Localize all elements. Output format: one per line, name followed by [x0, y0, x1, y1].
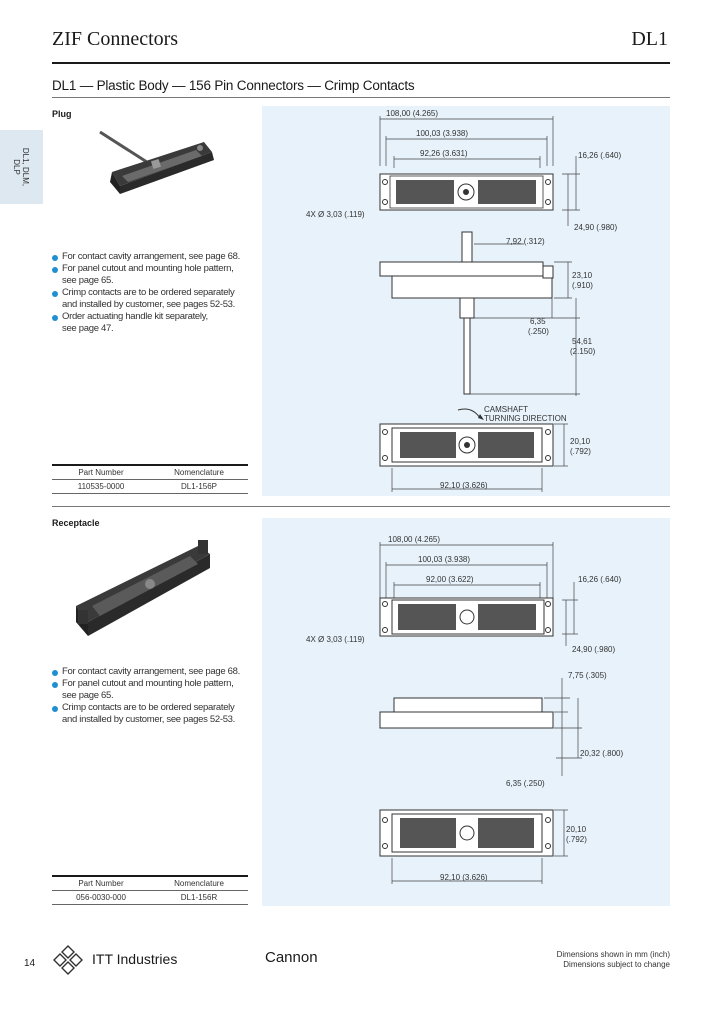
dim-height-top: 16,26 (.640) [578, 575, 621, 584]
table-cell: DL1-156P [180, 482, 218, 491]
receptacle-drawing: 108,00 (4.265) 100,03 (3.938) 92,00 (3.6… [306, 535, 623, 884]
section-subtitle: DL1 — Plastic Body — 156 Pin Connectors … [52, 78, 415, 93]
plug-photo [99, 130, 214, 194]
dim-face-h-1: 20,10 [570, 437, 591, 446]
dim-face-h-2: (.792) [566, 835, 587, 844]
dim-depth: 24,90 (.980) [574, 223, 617, 232]
dim-total-2: (2.150) [570, 347, 596, 356]
table-header: Nomenclature [174, 879, 224, 888]
list-item: see page 65. [62, 690, 114, 701]
dim-top: 7,75 (.305) [568, 671, 607, 680]
subtitle-rule [52, 97, 670, 98]
dim-height-top: 16,26 (.640) [578, 151, 621, 160]
table-row: 056-0030-000 DL1-156R [52, 891, 248, 904]
dim-overall: 108,00 (4.265) [386, 109, 438, 118]
dim-depth: 24,90 (.980) [572, 645, 615, 654]
list-item: see page 47. [62, 323, 114, 334]
header-rule [52, 62, 670, 64]
plug-handle [99, 130, 151, 166]
dim-shaft-top: 7,92 (.312) [506, 237, 545, 246]
dim-mount: 100,03 (3.938) [418, 555, 470, 564]
dim-body-h-1: 23,10 [572, 271, 593, 280]
dim-shaft-bot-2: (.250) [528, 327, 549, 336]
table-cell: 110535-0000 [77, 482, 125, 491]
dim-face-w: 92,10 (3.626) [440, 873, 488, 882]
receptacle-photo [76, 540, 210, 636]
list-item: see page 65. [62, 275, 114, 286]
list-item: Crimp contacts are to be ordered separat… [52, 702, 252, 714]
dim-bottom: 6,35 (.250) [506, 779, 545, 788]
plug-part-table: Part Number Nomenclature 110535-0000 DL1… [52, 464, 248, 494]
footer-note-line-2: Dimensions subject to change [563, 960, 670, 969]
dim-body: 92,00 (3.622) [426, 575, 474, 584]
side-tab-label: DL1, DLM, DLP [12, 147, 30, 187]
dim-face-h-2: (.792) [570, 447, 591, 456]
plug-drawing: 108,00 (4.265) 100,03 (3.938) 92,26 (3.6… [306, 109, 621, 492]
list-item: Crimp contacts are to be ordered separat… [52, 287, 252, 299]
receptacle-part-table: Part Number Nomenclature 056-0030-000 DL… [52, 875, 248, 905]
list-item: For panel cutout and mounting hole patte… [52, 678, 252, 690]
page-title: ZIF Connectors [52, 28, 179, 50]
table-header: Part Number [78, 879, 124, 888]
dim-holes: 4X Ø 3,03 (.119) [306, 210, 365, 219]
dim-face-h-1: 20,10 [566, 825, 587, 834]
dim-total: 20,32 (.800) [580, 749, 623, 758]
list-item: For contact cavity arrangement, see page… [52, 251, 252, 263]
brand-name: Cannon [265, 949, 318, 966]
list-item: For panel cutout and mounting hole patte… [52, 263, 252, 275]
table-cell: DL1-156R [180, 893, 218, 902]
dim-face-w: 92,10 (3.626) [440, 481, 488, 490]
dim-overall: 108,00 (4.265) [388, 535, 440, 544]
camshaft-label-1: CAMSHAFT [484, 405, 528, 414]
receptacle-bullet-list: For contact cavity arrangement, see page… [52, 666, 252, 726]
series-code: DL1 [631, 28, 668, 50]
page-number: 14 [24, 958, 36, 969]
list-item: and installed by customer, see pages 52-… [62, 714, 235, 725]
footer-note-line-1: Dimensions shown in mm (inch) [556, 950, 670, 959]
side-tab[interactable] [0, 130, 43, 204]
list-item: Order actuating handle kit separately, [52, 311, 252, 323]
table-header: Part Number [78, 468, 124, 477]
section-divider [52, 506, 670, 507]
plug-label: Plug [52, 109, 72, 119]
dim-mount: 100,03 (3.938) [416, 129, 468, 138]
table-cell: 056-0030-000 [76, 893, 126, 902]
dim-total-1: 54,61 [572, 337, 593, 346]
company-name: ITT Industries [92, 951, 178, 967]
dim-holes: 4X Ø 3,03 (.119) [306, 635, 365, 644]
list-item: For contact cavity arrangement, see page… [52, 666, 252, 678]
dim-shaft-bot-1: 6,35 [530, 317, 546, 326]
footer-note: Dimensions shown in mm (inch) Dimensions… [557, 950, 670, 970]
plug-bullet-list: For contact cavity arrangement, see page… [52, 251, 252, 335]
dim-body-h-2: (.910) [572, 281, 593, 290]
itt-logo-icon [53, 945, 83, 975]
table-row: 110535-0000 DL1-156P [52, 480, 248, 493]
table-header: Nomenclature [174, 468, 224, 477]
dim-body: 92,26 (3.631) [420, 149, 468, 158]
camshaft-label-2: TURNING DIRECTION [484, 414, 567, 423]
receptacle-label: Receptacle [52, 518, 100, 528]
list-item: and installed by customer, see pages 52-… [62, 299, 235, 310]
